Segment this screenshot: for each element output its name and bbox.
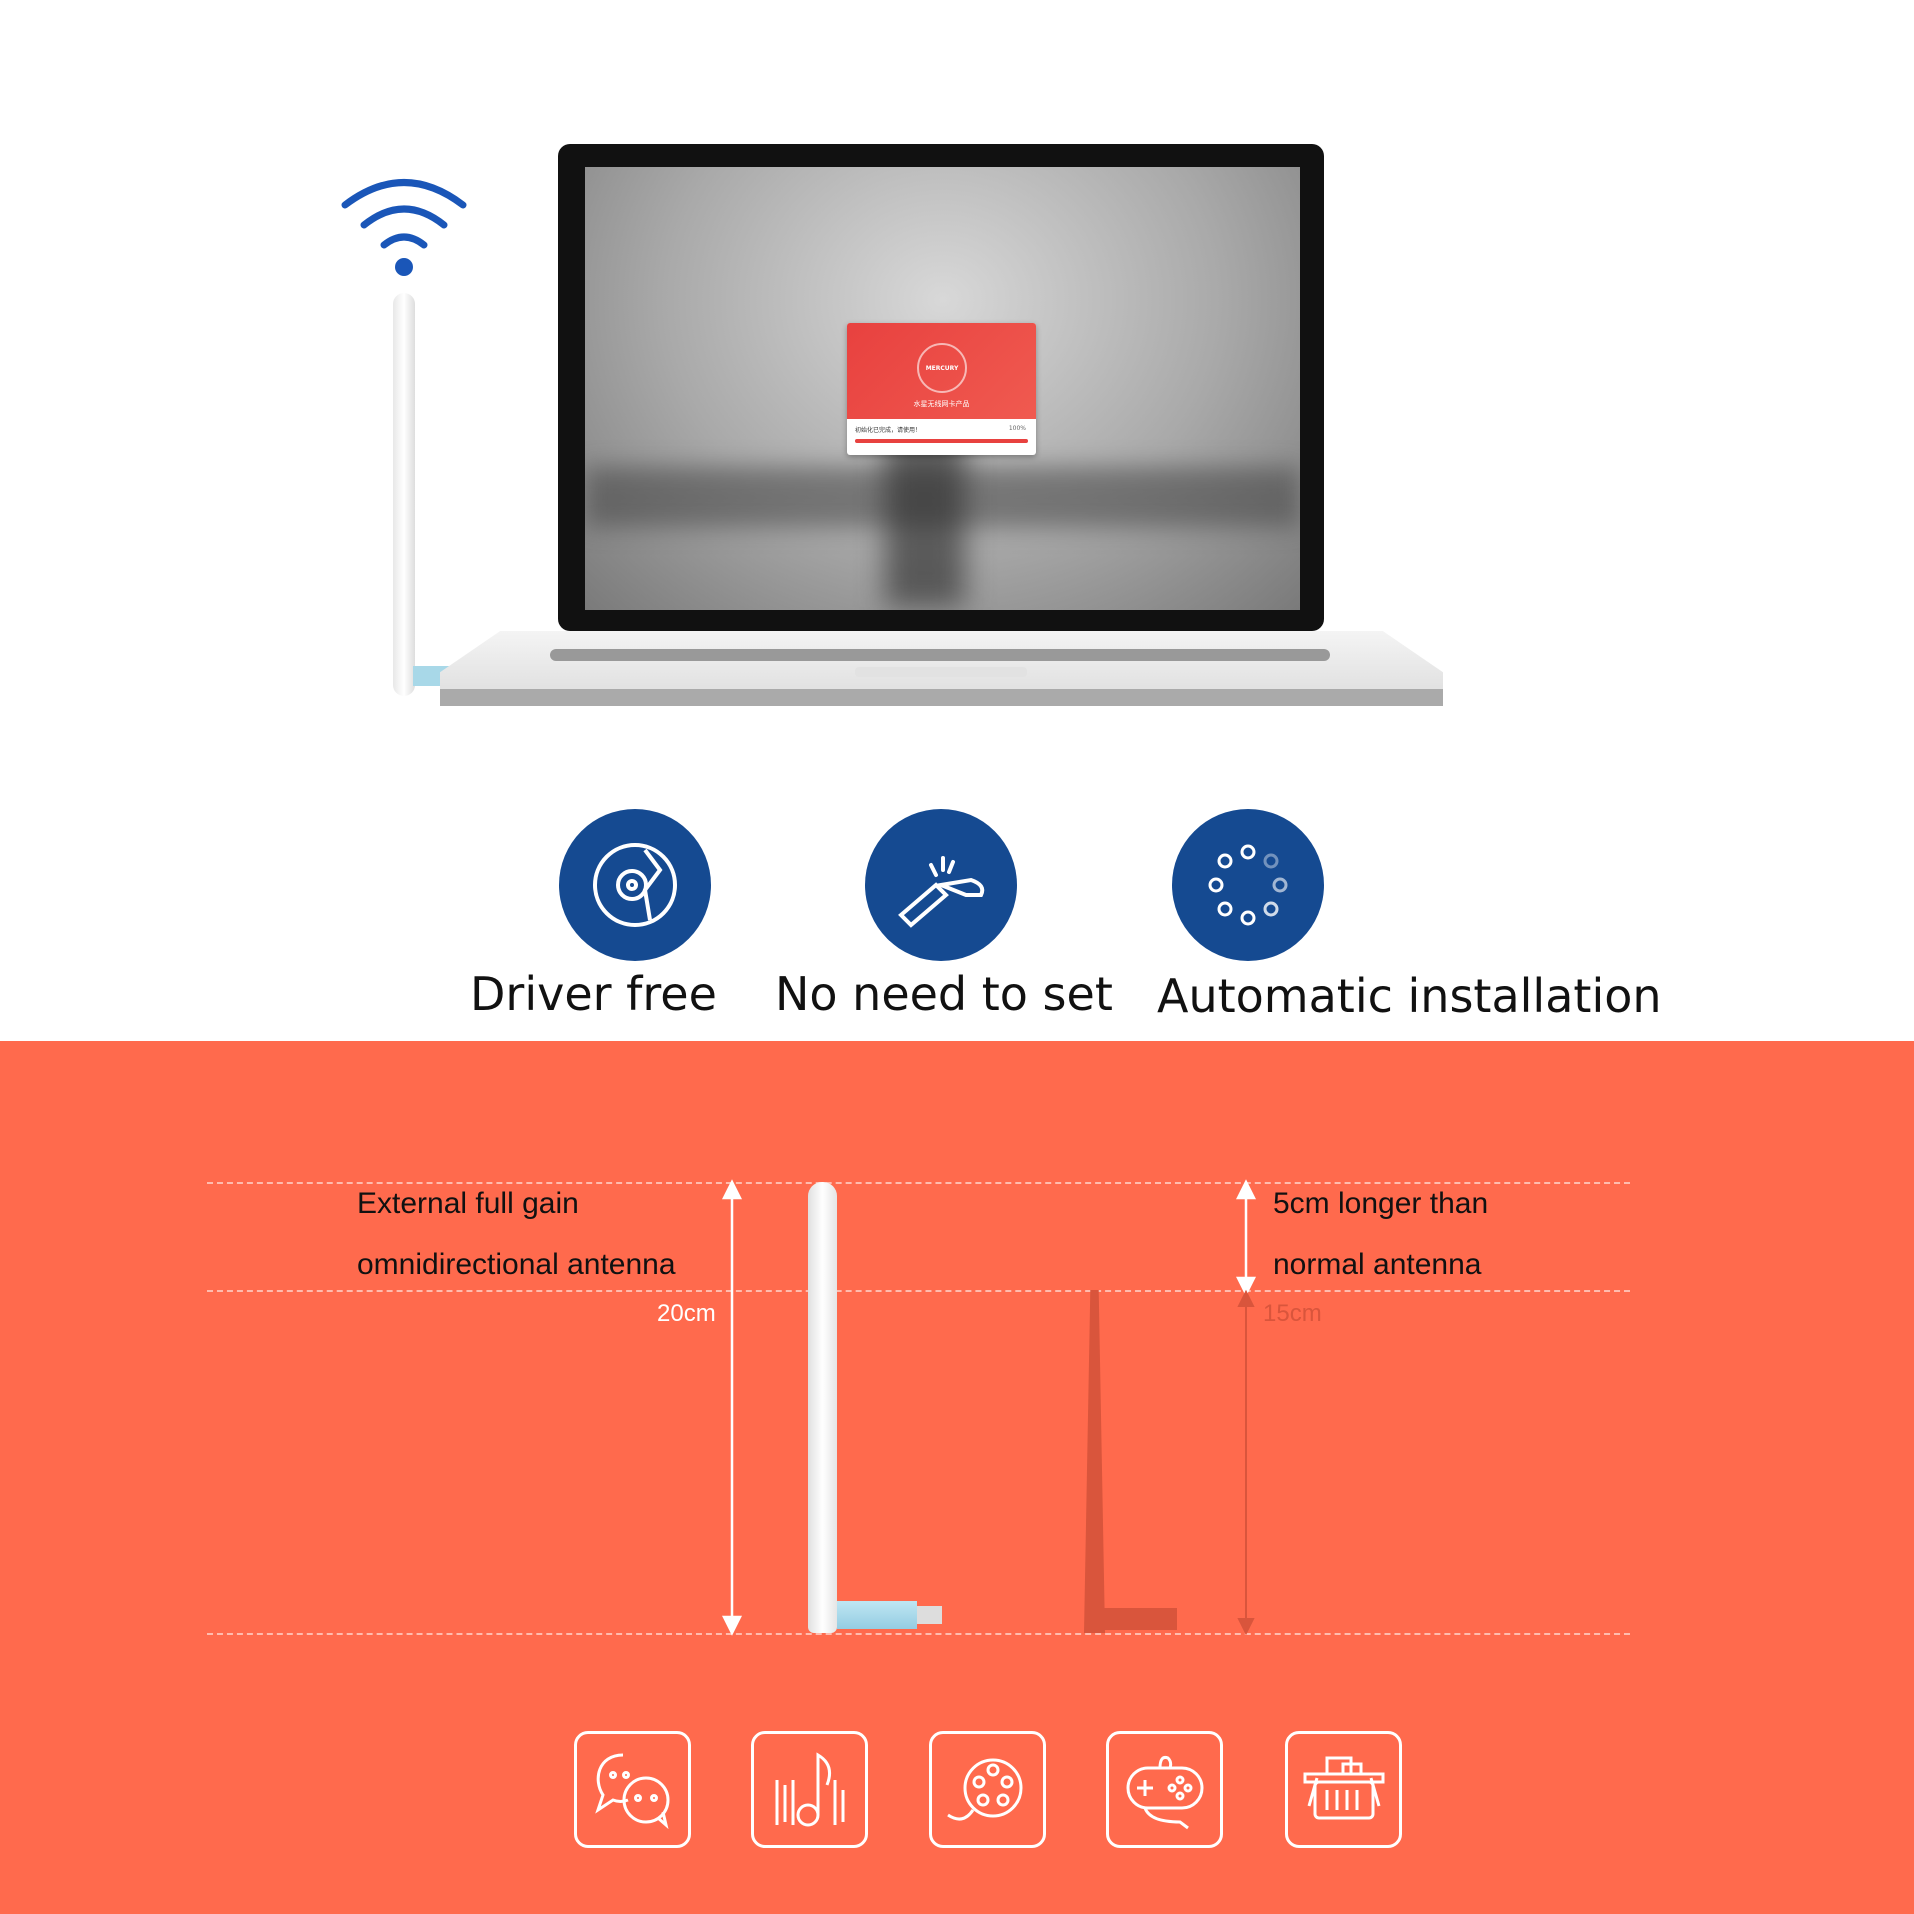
long-antenna [808, 1182, 837, 1633]
right-text-line1: 5cm longer than [1273, 1187, 1489, 1220]
antenna-comparison-section [0, 1041, 1914, 1914]
left-text-line1: External full gain [357, 1187, 579, 1220]
feature-label: Driver free [470, 967, 717, 1021]
feature-icon-auto-install [1172, 809, 1324, 961]
dialog-subtitle: 水星无线网卡产品 [913, 400, 970, 408]
music-icon [775, 1751, 844, 1826]
feature-icon-no-setup [865, 809, 1017, 961]
gamepad-icon [1126, 1755, 1203, 1829]
film-reel-icon [946, 1758, 1022, 1820]
divider [207, 1633, 1630, 1635]
right-length-label: 15cm [1263, 1300, 1322, 1327]
dialog-progress-label: 100% [1008, 425, 1026, 432]
disc-icon [593, 843, 677, 927]
progress-bar [855, 439, 1028, 443]
long-antenna-usb [837, 1601, 917, 1629]
wifi-icon [341, 179, 467, 276]
use-case-gaming [1106, 1731, 1223, 1848]
wrench-icon [898, 856, 985, 928]
divider [207, 1182, 1630, 1184]
left-length-label: 20cm [657, 1300, 716, 1327]
usb-antenna [393, 293, 415, 696]
use-case-chat [574, 1731, 691, 1848]
right-text-line2: normal antenna [1273, 1248, 1482, 1281]
brand-logo: MERCURY [925, 364, 959, 372]
normal-antenna-usb [1100, 1608, 1177, 1630]
shopping-basket-icon [1303, 1756, 1384, 1819]
long-antenna-usb-plug [917, 1606, 942, 1624]
normal-antenna [1084, 1290, 1105, 1633]
installer-dialog: MERCURY 水星无线网卡产品 初始化已完成，请使用！ 100% [847, 323, 1036, 455]
use-case-shopping [1285, 1731, 1402, 1848]
chat-icon [594, 1753, 669, 1829]
feature-label: No need to set [775, 967, 1113, 1021]
use-case-video [929, 1731, 1046, 1848]
loading-spinner-icon [1208, 844, 1288, 926]
use-case-music [751, 1731, 868, 1848]
dialog-header: MERCURY 水星无线网卡产品 [847, 323, 1036, 419]
feature-label: Automatic installation [1157, 969, 1662, 1023]
laptop-base [440, 631, 1443, 706]
divider [207, 1290, 1630, 1292]
dialog-status: 初始化已完成，请使用！ [855, 427, 922, 434]
left-text-line2: omnidirectional antenna [357, 1248, 676, 1281]
feature-icon-driver-free [559, 809, 711, 961]
